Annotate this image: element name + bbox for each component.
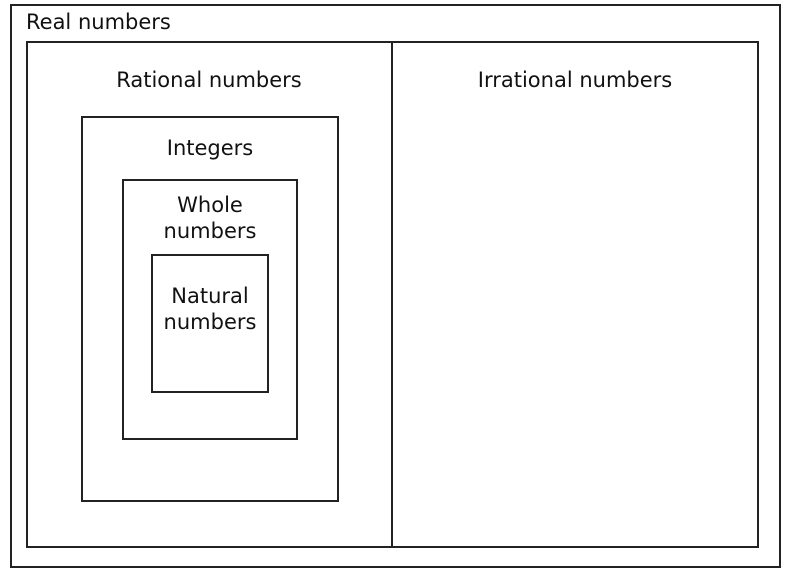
whole-numbers-label: Whole numbers bbox=[122, 192, 298, 244]
rational-irrational-divider bbox=[391, 41, 393, 548]
whole-numbers-label-line1: Whole bbox=[177, 193, 243, 217]
whole-numbers-label-line2: numbers bbox=[163, 219, 257, 243]
natural-numbers-box bbox=[151, 254, 269, 393]
natural-numbers-label: Natural numbers bbox=[151, 283, 269, 335]
real-numbers-label: Real numbers bbox=[26, 10, 171, 34]
whole-numbers-box bbox=[122, 179, 298, 440]
irrational-numbers-label: Irrational numbers bbox=[477, 68, 673, 92]
integers-box bbox=[81, 116, 339, 502]
natural-numbers-label-line1: Natural bbox=[171, 284, 249, 308]
integers-label: Integers bbox=[166, 136, 254, 160]
natural-numbers-label-line2: numbers bbox=[163, 310, 257, 334]
rational-numbers-label: Rational numbers bbox=[116, 68, 302, 92]
real-numbers-box bbox=[10, 4, 781, 568]
